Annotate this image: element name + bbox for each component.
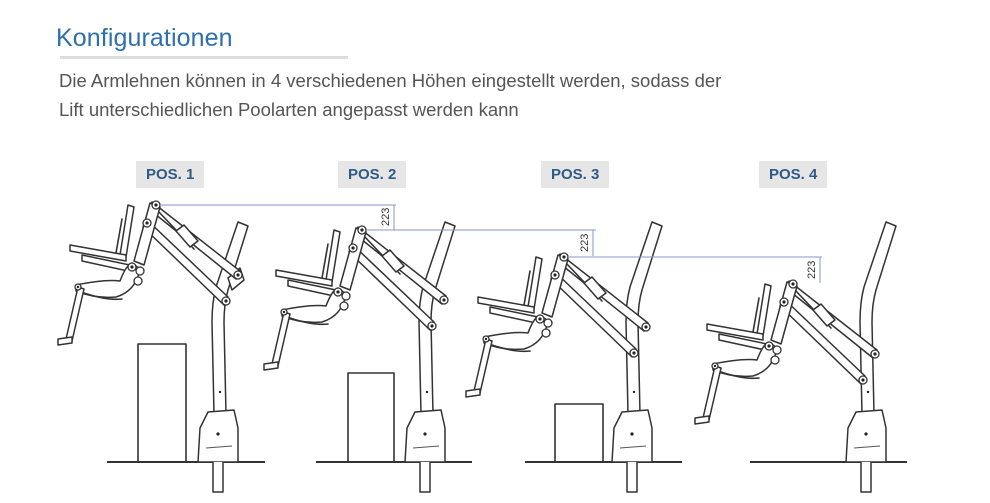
title-underline bbox=[60, 56, 348, 59]
pool-wall-3 bbox=[554, 403, 604, 463]
dimension-1-2: 223 bbox=[380, 208, 392, 226]
lift-figure-pos-4 bbox=[694, 221, 907, 493]
pool-wall-2 bbox=[347, 372, 395, 463]
description-line-1: Die Armlehnen können in 4 verschiedenen … bbox=[59, 70, 722, 91]
description-line-2: Lift unterschiedlichen Poolarten angepas… bbox=[59, 99, 519, 120]
page-title: Konfigurationen bbox=[56, 24, 233, 52]
dimension-2-3: 223 bbox=[579, 234, 591, 252]
position-label-3: POS. 3 bbox=[541, 161, 610, 188]
lift-figure-pos-1 bbox=[57, 200, 265, 493]
pool-wall-1 bbox=[137, 343, 187, 463]
lift-figure-pos-2 bbox=[263, 221, 472, 493]
lift-figure-pos-3 bbox=[465, 221, 682, 493]
position-label-4: POS. 4 bbox=[759, 161, 828, 188]
dimension-3-4: 223 bbox=[806, 261, 818, 279]
position-label-1: POS. 1 bbox=[136, 161, 205, 188]
description: Die Armlehnen können in 4 verschiedenen … bbox=[59, 66, 959, 124]
position-label-2: POS. 2 bbox=[338, 161, 407, 188]
